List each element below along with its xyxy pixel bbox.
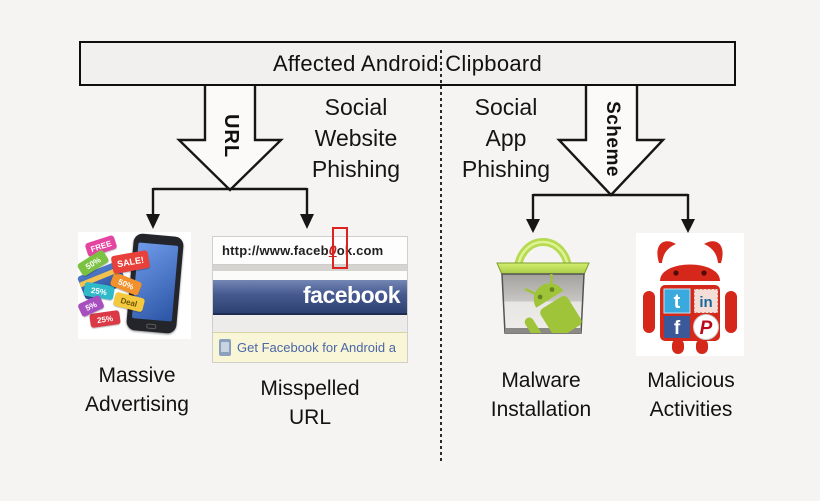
linkedin-icon: in (699, 294, 712, 311)
browser-address-bar: http://www.faceb0ok.com (213, 227, 407, 269)
facebook-icon: f (674, 318, 681, 339)
android-robot (524, 274, 582, 333)
right-arrowhead-devil (681, 219, 695, 233)
white-strip (213, 271, 407, 280)
devil-head (660, 264, 720, 281)
malware-installation-label: Malware Installation (490, 369, 592, 421)
pinterest-tile (693, 314, 719, 340)
facebook-promo-bar: Get Facebook for Android a (213, 332, 407, 362)
devil-horn-left (657, 241, 676, 263)
light-strip (213, 315, 407, 332)
title-text: Affected Android Clipboard (272, 50, 543, 76)
facebook-logo-text: facebook (303, 282, 400, 308)
pinterest-icon: P (700, 318, 713, 339)
phone-home-button (146, 323, 157, 330)
market-bag-graphic (496, 238, 590, 334)
malicious-activities-label: Malicious Activities (647, 369, 735, 421)
devil-leg-right (696, 339, 708, 354)
devil-eye-right (701, 270, 707, 276)
social-app-phishing-text: Social App Phishing (461, 94, 551, 182)
mobile-phone-icon (219, 339, 231, 356)
social-website-phishing-text: Social Website Phishing (311, 94, 401, 182)
right-arrowhead-market (526, 219, 540, 233)
left-arrowhead-facebook (300, 214, 314, 229)
scheme-big-arrow (556, 82, 666, 197)
twitter-tile (663, 288, 691, 314)
devil-eye-left (673, 270, 679, 276)
red-highlight-box (332, 227, 348, 269)
massive-advertising-label: Massive Advertising (85, 364, 189, 416)
misspelled-url-label: Misspelled URL (260, 377, 360, 429)
devil-arm-left (643, 291, 655, 333)
divider-dashed-line (440, 50, 442, 462)
left-arrowhead-ads (146, 214, 160, 229)
devil-leg-left (672, 339, 684, 354)
promo-text: Get Facebook for Android a (237, 340, 396, 355)
scheme-arrow-label: Scheme (602, 101, 623, 177)
facebook-banner: facebook (213, 280, 407, 315)
devil-horn-right (704, 241, 723, 263)
devil-android-graphic: t in f P (643, 241, 737, 354)
devil-arm-right (725, 291, 737, 333)
massive-advertising-image: FREE 50% SALE! 25% Deal 25% 50% 5% (76, 232, 191, 339)
url-big-arrow (176, 82, 284, 192)
twitter-icon: t (674, 291, 681, 313)
gray-strip (213, 265, 407, 271)
url-arrow-label: URL (220, 113, 243, 159)
facebook-screenshot: http://www.faceb0ok.com facebook Get Fac… (213, 227, 407, 362)
devil-android-icon: t in f P (636, 233, 744, 356)
url-prefix: http://www.faceb (222, 243, 329, 258)
android-market-icon (490, 236, 596, 340)
title-box: Affected Android Clipboard (79, 41, 736, 86)
facebook-tile (664, 316, 690, 338)
url-suffix: ok.com (336, 243, 384, 258)
linkedin-tile (693, 288, 719, 314)
